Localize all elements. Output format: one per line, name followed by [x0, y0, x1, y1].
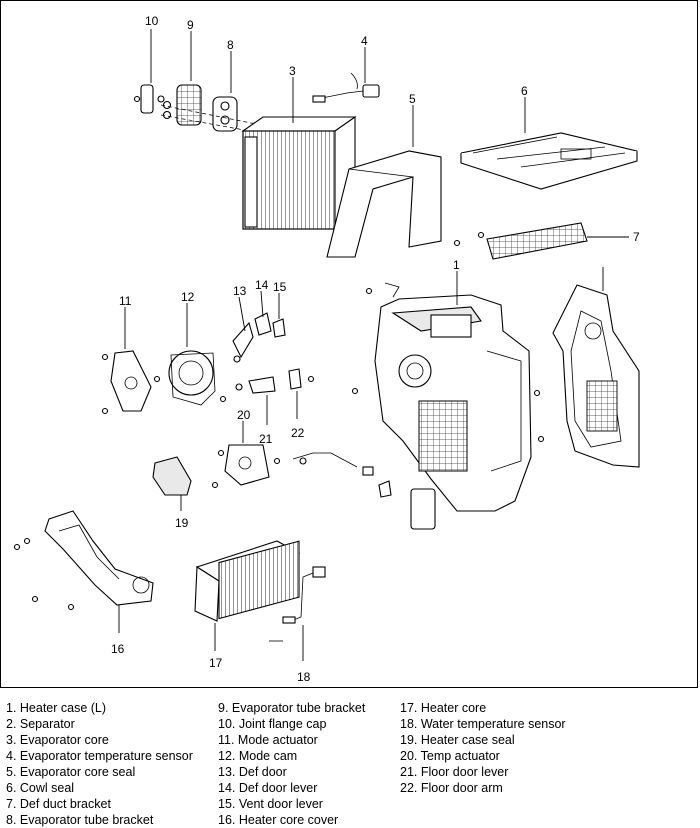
- callout-10: 10: [145, 14, 159, 28]
- legend-item: 1. Heater case (L): [6, 701, 107, 715]
- legend-item: 3. Evaporator core: [6, 733, 109, 747]
- callout-9: 9: [187, 18, 194, 32]
- evaporator-tube-bracket-foam: [162, 84, 202, 126]
- legend-item: 19. Heater case seal: [400, 733, 515, 747]
- parts-legend: 1. Heater case (L) 2. Separator 3. Evapo…: [0, 700, 700, 828]
- heater-case-left: [351, 282, 532, 530]
- callout-labels: 10 9 8 3 4 5 6 7 1 11 12 13 14 15 20 21 …: [111, 14, 640, 684]
- callout-6: 6: [521, 84, 528, 98]
- callout-11: 11: [119, 294, 132, 308]
- callout-21: 21: [259, 432, 273, 446]
- legend-item: 20. Temp actuator: [400, 749, 500, 763]
- legend-item: 18. Water temperature sensor: [400, 717, 566, 731]
- heater-case-right-panel: [533, 284, 640, 468]
- legend-item: 12. Mode cam: [218, 749, 298, 763]
- water-temperature-sensor: [269, 566, 326, 642]
- def-duct-bracket: [453, 222, 588, 260]
- evaporator-temperature-sensor: [312, 72, 380, 103]
- floor-door-lever: [235, 376, 276, 394]
- callout-15: 15: [273, 280, 287, 294]
- temp-actuator: [211, 444, 281, 489]
- callout-18: 18: [297, 670, 311, 684]
- cowl-seal: [460, 132, 638, 190]
- mode-cam: [168, 350, 227, 406]
- callout-5: 5: [409, 92, 416, 106]
- legend-item: 9. Evaporator tube bracket: [218, 701, 366, 715]
- legend-item: 8. Evaporator tube bracket: [6, 813, 154, 827]
- callout-13: 13: [233, 284, 247, 298]
- heater-case-seal: [152, 456, 192, 496]
- callout-14: 14: [255, 278, 269, 292]
- legend-item: 7. Def duct bracket: [6, 797, 111, 811]
- callout-16: 16: [111, 642, 125, 656]
- leader-lines: [118, 29, 629, 661]
- floor-door-arm: [288, 368, 315, 390]
- callout-8: 8: [227, 38, 234, 52]
- legend-item: 17. Heater core: [400, 701, 487, 715]
- legend-item: 4. Evaporator temperature sensor: [6, 749, 193, 763]
- diagram-frame: [0, 0, 698, 688]
- def-door: [232, 321, 254, 363]
- callout-22: 22: [291, 426, 305, 440]
- callout-7: 7: [633, 230, 640, 244]
- legend-item: 14. Def door lever: [218, 781, 318, 795]
- legend-column-2: 9. Evaporator tube bracket 10. Joint fla…: [218, 700, 365, 828]
- mode-actuator: [101, 350, 161, 415]
- legend-item: 5. Evaporator core seal: [6, 765, 136, 779]
- joint-flange-cap: [133, 84, 165, 114]
- exploded-view-diagram: 10 9 8 3 4 5 6 7 1 11 12 13 14 15 20 21 …: [13, 14, 640, 684]
- legend-item: 11. Mode actuator: [218, 733, 318, 747]
- callout-4: 4: [361, 34, 368, 48]
- heater-core: [102, 487, 301, 622]
- evaporator-tube-bracket-plate: [212, 96, 238, 132]
- legend-item: 13. Def door: [218, 765, 287, 779]
- legend-column-1: 1. Heater case (L) 2. Separator 3. Evapo…: [6, 700, 193, 828]
- legend-item: 15. Vent door lever: [218, 797, 323, 811]
- callout-20: 20: [237, 408, 251, 422]
- legend-item: 10. Joint flange cap: [218, 717, 327, 731]
- callout-12: 12: [181, 290, 195, 304]
- legend-item: 21. Floor door lever: [400, 765, 509, 779]
- legend-item: 6. Cowl seal: [6, 781, 75, 795]
- linkage-rod: [292, 452, 392, 498]
- heater-core-cover: [13, 510, 154, 611]
- legend-item: 16. Heater core cover: [218, 813, 339, 827]
- evaporator-core-seal: [326, 150, 442, 258]
- legend-column-3: 17. Heater core 18. Water temperature se…: [400, 700, 566, 796]
- callout-3: 3: [289, 64, 296, 78]
- callout-1: 1: [453, 258, 460, 272]
- legend-item: 2. Separator: [6, 717, 75, 731]
- callout-17: 17: [209, 656, 223, 670]
- vent-door-lever: [272, 318, 286, 338]
- callout-19: 19: [175, 516, 189, 530]
- legend-item: 22. Floor door arm: [400, 781, 503, 795]
